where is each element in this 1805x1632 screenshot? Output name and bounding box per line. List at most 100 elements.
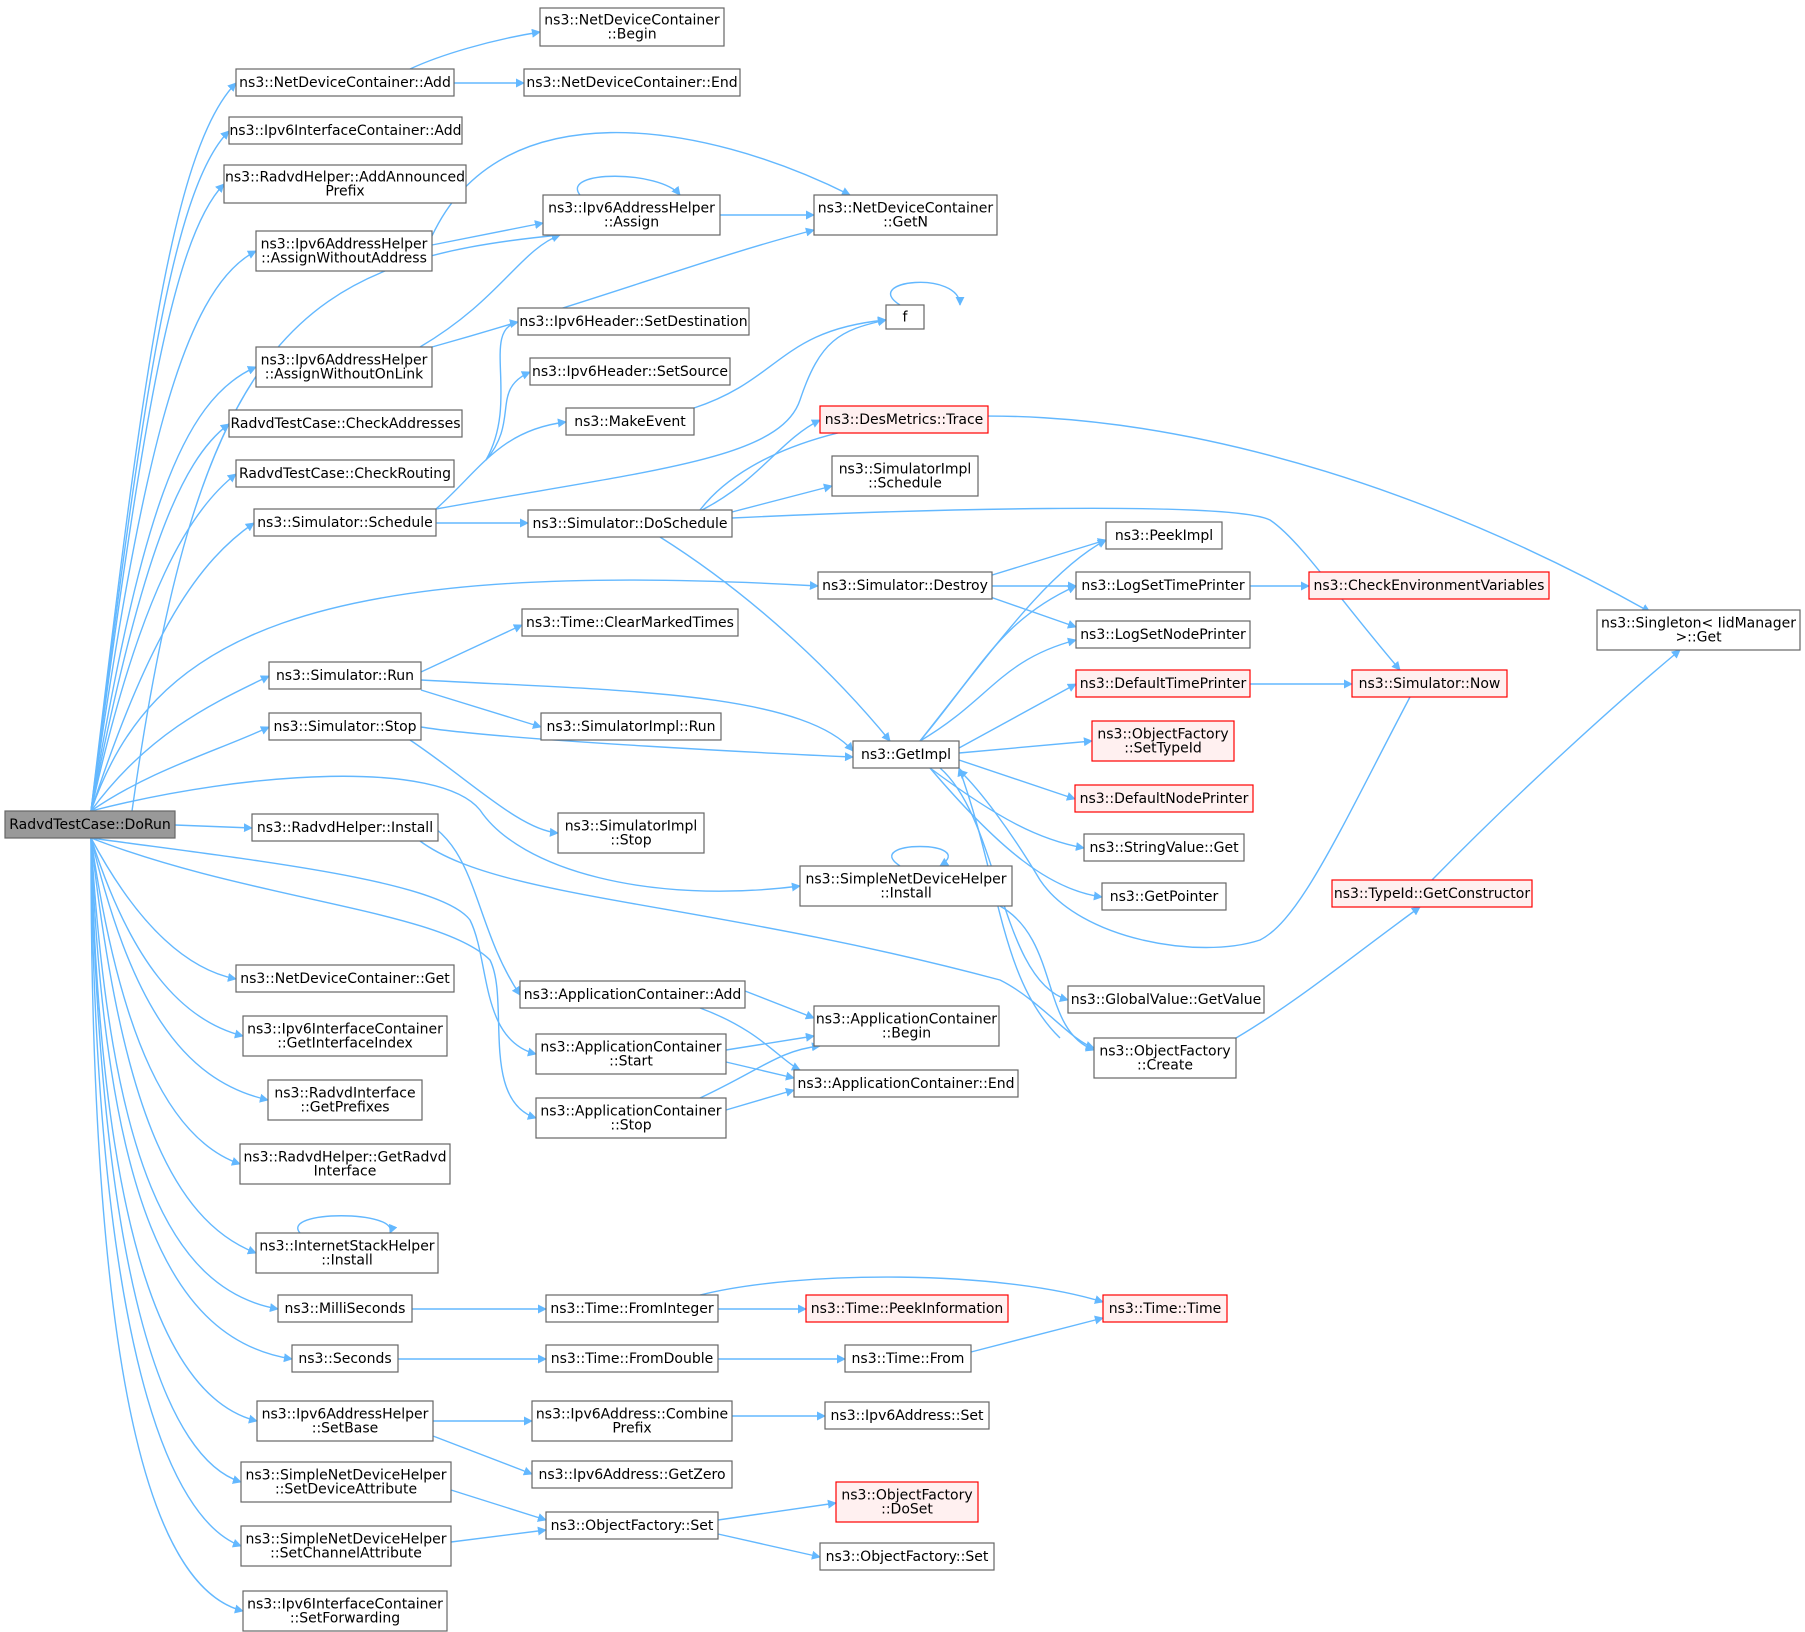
node-box (1075, 620, 1251, 649)
node-peekimpl[interactable]: ns3::PeekImpl (1105, 521, 1223, 550)
node-of-doset[interactable]: ns3::ObjectFactory::DoSet (835, 1481, 979, 1523)
node-ri-getprefixes[interactable]: ns3::RadvdInterface::GetPrefixes (267, 1079, 423, 1121)
edge-iah-awa-to-getn (431, 131, 851, 237)
node-simimpl-stop[interactable]: ns3::SimulatorImpl::Stop (557, 812, 705, 854)
node-iic-setfwd[interactable]: ns3::Ipv6InterfaceContainer::SetForwardi… (242, 1590, 448, 1632)
node-box (277, 1294, 413, 1323)
node-simimpl-schedule[interactable]: ns3::SimulatorImpl::Schedule (831, 455, 979, 497)
node-ia-set[interactable]: ns3::Ipv6Address::Set (824, 1401, 990, 1430)
node-ia-getzero[interactable]: ns3::Ipv6Address::GetZero (531, 1460, 733, 1489)
node-label: ns3::NetDeviceContainer (818, 201, 994, 217)
node-label: ns3::RadvdHelper::AddAnnounced (225, 170, 465, 186)
node-label: ::GetInterfaceIndex (277, 1036, 413, 1052)
node-root[interactable]: RadvdTestCase::DoRun (4, 810, 176, 839)
node-deftimeprinter[interactable]: ns3::DefaultTimePrinter (1075, 669, 1251, 698)
node-getimpl[interactable]: ns3::GetImpl (852, 740, 960, 769)
node-box (540, 712, 722, 741)
node-box (256, 1400, 434, 1442)
node-iah-awol[interactable]: ns3::Ipv6AddressHelper::AssignWithoutOnL… (255, 346, 433, 388)
node-appc-stop[interactable]: ns3::ApplicationContainer::Stop (535, 1097, 727, 1139)
node-sim-destroy[interactable]: ns3::Simulator::Destroy (817, 571, 993, 600)
node-sndh-setdev[interactable]: ns3::SimpleNetDeviceHelper::SetDeviceAtt… (240, 1461, 452, 1503)
node-label: ns3::SimpleNetDeviceHelper (245, 1468, 446, 1484)
node-appc-add[interactable]: ns3::ApplicationContainer::Add (519, 980, 746, 1009)
edge-stop-to-getimpl (420, 726, 854, 762)
node-label: ns3::Simulator::Destroy (822, 578, 988, 594)
node-desmetrics[interactable]: ns3::DesMetrics::Trace (819, 405, 989, 434)
node-label: ns3::Ipv6AddressHelper (262, 1407, 429, 1423)
node-sndh-install[interactable]: ns3::SimpleNetDeviceHelper::Install (799, 865, 1013, 907)
edge-fromint-to-time (699, 1276, 1104, 1304)
node-box (239, 1143, 451, 1185)
node-ms[interactable]: ns3::MilliSeconds (277, 1294, 413, 1323)
node-label: ns3::SimulatorImpl (565, 819, 698, 835)
node-ndc-getn[interactable]: ns3::NetDeviceContainer::GetN (813, 194, 998, 236)
node-ish-install[interactable]: ns3::InternetStackHelper::Install (255, 1232, 439, 1274)
node-rh-install[interactable]: ns3::RadvdHelper::Install (251, 813, 439, 842)
edge-getimpl-to-getpointer (929, 767, 1103, 901)
node-of-set2[interactable]: ns3::ObjectFactory::Set (819, 1542, 995, 1571)
node-label: ::SetTypeId (1124, 741, 1202, 757)
node-of-create[interactable]: ns3::ObjectFactory::Create (1093, 1037, 1237, 1079)
node-f[interactable]: f (885, 304, 925, 330)
node-sim-doschedule[interactable]: ns3::Simulator::DoSchedule (527, 509, 733, 538)
node-appc-begin[interactable]: ns3::ApplicationContainer::Begin (813, 1005, 1000, 1047)
node-box (565, 407, 695, 436)
edge-rh-install-to-create (419, 840, 1095, 1050)
node-sim-now[interactable]: ns3::Simulator::Now (1351, 669, 1508, 698)
node-iic-add[interactable]: ns3::Ipv6InterfaceContainer::Add (228, 116, 463, 145)
node-ndc-add[interactable]: ns3::NetDeviceContainer::Add (235, 68, 455, 97)
node-iah-assign[interactable]: ns3::Ipv6AddressHelper::Assign (542, 194, 721, 236)
node-ndc-begin[interactable]: ns3::NetDeviceContainer::Begin (539, 7, 725, 47)
node-logsetnode[interactable]: ns3::LogSetNodePrinter (1075, 620, 1251, 649)
edge-makeevent-to-f (693, 316, 887, 409)
node-appc-end[interactable]: ns3::ApplicationContainer::End (793, 1069, 1019, 1098)
node-label: ns3::Ipv6AddressHelper (261, 353, 428, 369)
node-box (527, 509, 733, 538)
node-sim-run[interactable]: ns3::Simulator::Run (268, 661, 422, 690)
node-time-time[interactable]: ns3::Time::Time (1102, 1294, 1228, 1323)
node-ih-setsrc[interactable]: ns3::Ipv6Header::SetSource (529, 357, 731, 386)
node-simimpl-run[interactable]: ns3::SimulatorImpl::Run (540, 712, 722, 741)
node-stringvalue-get[interactable]: ns3::StringValue::Get (1083, 833, 1245, 862)
node-rtc-checkrouting[interactable]: RadvdTestCase::CheckRouting (235, 459, 455, 488)
node-logsettime[interactable]: ns3::LogSetTimePrinter (1075, 571, 1251, 600)
edge-destroy-to-peekimpl (975, 538, 1107, 581)
node-label: f (903, 310, 909, 326)
node-checkenv[interactable]: ns3::CheckEnvironmentVariables (1308, 571, 1550, 600)
node-singleton-get[interactable]: ns3::Singleton< IidManager >::Get (1596, 609, 1801, 651)
node-iic-getidx[interactable]: ns3::Ipv6InterfaceContainer::GetInterfac… (242, 1015, 448, 1057)
edge-root-to-ri-getprefixes (90, 837, 269, 1103)
node-appc-start[interactable]: ns3::ApplicationContainer::Start (535, 1033, 727, 1075)
node-box (242, 1590, 448, 1632)
node-time-from[interactable]: ns3::Time::From (844, 1344, 972, 1373)
node-time-fromdouble[interactable]: ns3::Time::FromDouble (545, 1344, 719, 1373)
node-ih-setdest[interactable]: ns3::Ipv6Header::SetDestination (517, 307, 750, 336)
node-defnodeprinter[interactable]: ns3::DefaultNodePrinter (1074, 784, 1254, 813)
node-typeid-getctor[interactable]: ns3::TypeId::GetConstructor (1331, 879, 1533, 908)
node-rtc-checkaddr[interactable]: RadvdTestCase::CheckAddresses (228, 409, 463, 438)
node-iah-awa[interactable]: ns3::Ipv6AddressHelper::AssignWithoutAdd… (255, 230, 433, 272)
edge-awol-to-getn (431, 227, 815, 348)
node-ndc-get[interactable]: ns3::NetDeviceContainer::Get (235, 964, 455, 993)
node-label: ns3::Singleton< IidManager (1601, 616, 1796, 632)
node-ndc-end[interactable]: ns3::NetDeviceContainer::End (523, 68, 741, 97)
node-time-peekinfo[interactable]: ns3::Time::PeekInformation (805, 1294, 1009, 1323)
edge-root-to-rh-install (174, 823, 253, 833)
node-globalvalue-get[interactable]: ns3::GlobalValue::GetValue (1067, 985, 1265, 1014)
node-of-settypeid[interactable]: ns3::ObjectFactory::SetTypeId (1091, 720, 1235, 762)
node-sim-schedule[interactable]: ns3::Simulator::Schedule (253, 508, 437, 537)
node-iah-setbase[interactable]: ns3::Ipv6AddressHelper::SetBase (256, 1400, 434, 1442)
node-of-set[interactable]: ns3::ObjectFactory::Set (545, 1511, 719, 1540)
node-makeevent[interactable]: ns3::MakeEvent (565, 407, 695, 436)
node-sim-stop[interactable]: ns3::Simulator::Stop (268, 712, 422, 741)
node-getpointer[interactable]: ns3::GetPointer (1101, 882, 1227, 911)
node-time-fromint[interactable]: ns3::Time::FromInteger (545, 1294, 719, 1323)
node-sndh-setch[interactable]: ns3::SimpleNetDeviceHelper::SetChannelAt… (240, 1525, 452, 1567)
edge-appc-stop-to-end (725, 1087, 795, 1111)
node-seconds[interactable]: ns3::Seconds (291, 1344, 399, 1373)
node-time-clearmarked[interactable]: ns3::Time::ClearMarkedTimes (521, 608, 739, 637)
